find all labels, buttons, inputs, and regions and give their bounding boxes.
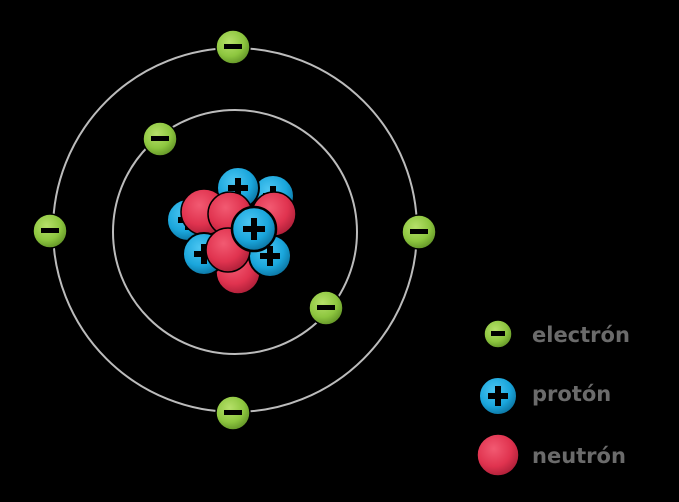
legend-neutron-label: neutrón: [532, 444, 626, 468]
legend-proton-label: protón: [532, 382, 611, 406]
minus-sign-icon: [491, 331, 505, 336]
electron: [142, 121, 178, 157]
plus-sign-icon: [194, 244, 214, 264]
electron: [308, 290, 344, 326]
plus-sign-icon: [228, 178, 248, 198]
minus-sign-icon: [224, 44, 242, 49]
plus-sign-icon: [243, 218, 265, 240]
legend: electrón protón neutrón: [476, 319, 630, 477]
electron: [215, 395, 251, 431]
minus-sign-icon: [224, 410, 242, 415]
inner-orbit: [112, 109, 358, 355]
legend-electron-label: electrón: [532, 323, 630, 347]
plus-sign-icon: [488, 386, 508, 406]
minus-sign-icon: [151, 136, 169, 141]
legend-proton-swatch: [478, 376, 518, 416]
plus-sign-icon: [260, 246, 280, 266]
nucleus: [166, 166, 297, 295]
minus-sign-icon: [410, 229, 428, 234]
electron: [215, 29, 251, 65]
minus-sign-icon: [317, 305, 335, 310]
electron: [401, 214, 437, 250]
proton: [230, 205, 278, 253]
legend-neutron-swatch: [476, 433, 520, 477]
electron: [32, 213, 68, 249]
legend-electron-swatch: [483, 319, 513, 349]
minus-sign-icon: [41, 228, 59, 233]
